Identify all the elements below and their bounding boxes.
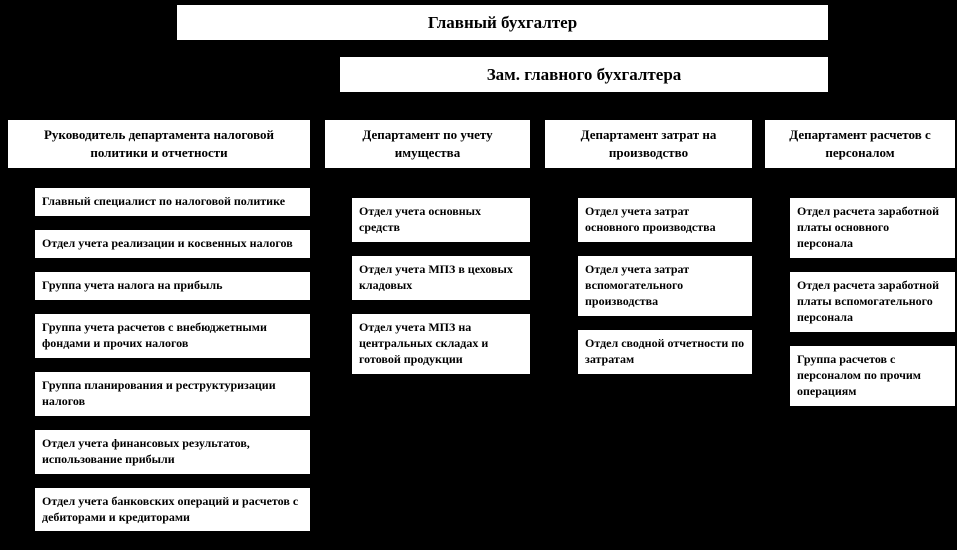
department-units-personnel-settlements: Отдел расчета заработной платы основного… <box>790 198 955 406</box>
org-unit-box: Отдел расчета заработной платы вспомогат… <box>790 271 955 332</box>
org-unit-box: Группа планирования и реструктуризации н… <box>35 371 310 416</box>
department-header-production-costs: Департамент затрат на производство <box>545 120 752 168</box>
department-header-personnel-settlements: Департамент расчетов с персоналом <box>765 120 955 168</box>
org-unit-box: Отдел учета МПЗ на центральных складах и… <box>352 313 530 374</box>
org-unit-box: Отдел расчета заработной платы основного… <box>790 198 955 258</box>
org-unit-box: Отдел учета затрат вспомогательного прои… <box>578 255 752 316</box>
org-unit-box: Отдел учета основных средств <box>352 198 530 242</box>
department-header-tax-policy: Руководитель департамента налоговой поли… <box>8 120 310 168</box>
org-unit-box: Отдел учета МПЗ в цеховых кладовых <box>352 255 530 300</box>
chief-accountant-box: Главный бухгалтер <box>177 5 828 40</box>
deputy-chief-accountant-box: Зам. главного бухгалтера <box>340 57 828 92</box>
org-unit-box: Главный специалист по налоговой политике <box>35 188 310 216</box>
org-unit-box: Группа учета расчетов с внебюджетными фо… <box>35 313 310 358</box>
department-header-property-accounting: Департамент по учету имущества <box>325 120 530 168</box>
org-unit-box: Отдел учета финансовых результатов, испо… <box>35 429 310 474</box>
org-unit-box: Отдел учета реализации и косвенных налог… <box>35 229 310 258</box>
org-unit-box: Отдел сводной отчетности по затратам <box>578 329 752 374</box>
department-units-tax-policy: Главный специалист по налоговой политике… <box>35 188 310 532</box>
department-units-production-costs: Отдел учета затрат основного производств… <box>578 198 752 374</box>
org-unit-box: Группа расчетов с персоналом по прочим о… <box>790 345 955 406</box>
org-unit-box: Группа учета налога на прибыль <box>35 271 310 300</box>
org-unit-box: Отдел учета затрат основного производств… <box>578 198 752 242</box>
org-unit-box: Отдел учета банковских операций и расчет… <box>35 487 310 532</box>
